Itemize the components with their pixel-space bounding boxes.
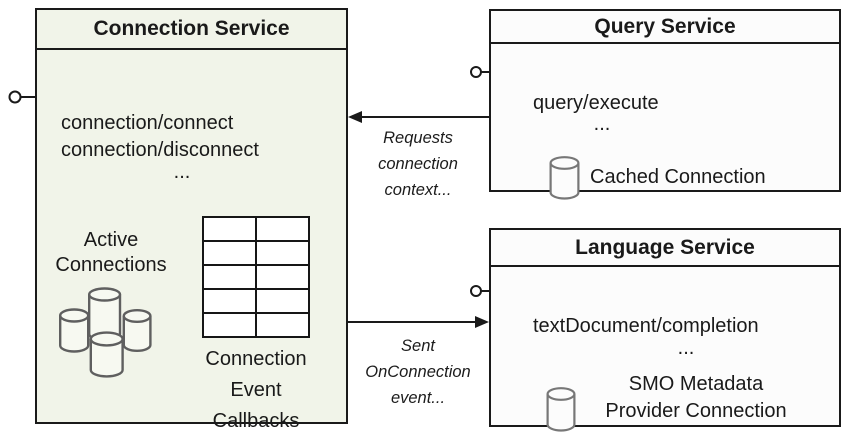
connection-service-box: Connection Service connection/connect co…	[35, 8, 348, 432]
database-icon	[546, 387, 576, 432]
cached-connection-label: Cached Connection	[590, 166, 766, 188]
grid-cell	[204, 266, 255, 288]
connection-service-header: Connection Service	[37, 10, 346, 50]
active-connections-label: Active Connections	[55, 229, 167, 276]
query-service-title: Query Service	[594, 14, 736, 38]
language-methods-ellipsis: ...	[677, 337, 695, 359]
query-service-header: Query Service	[491, 11, 839, 44]
method-textdocument-completion: textDocument/completion	[533, 315, 759, 337]
grid-cell	[257, 242, 308, 264]
grid-cell	[257, 290, 308, 312]
database-icon	[549, 156, 580, 200]
connection-methods-ellipsis: ...	[173, 161, 191, 183]
connection-event-callbacks-label: Connection Event Callbacks	[205, 348, 307, 432]
sent-onconnection-arrow	[348, 316, 489, 328]
method-connection-connect: connection/connect	[61, 112, 234, 134]
grid-cell	[204, 242, 255, 264]
language-service-title: Language Service	[575, 235, 755, 259]
requests-connection-context-label: Requests connection context...	[378, 129, 458, 199]
language-service-header: Language Service	[491, 230, 839, 267]
connection-method-list: connection/connect connection/disconnect	[61, 110, 259, 164]
sent-onconnection-event-label: Sent OnConnection event...	[365, 337, 471, 407]
grid-cell	[204, 218, 255, 240]
grid-cell	[204, 314, 255, 336]
grid-cell	[204, 290, 255, 312]
interface-circle-icon	[470, 66, 482, 78]
interface-circle-icon	[8, 90, 22, 104]
grid-cell	[257, 218, 308, 240]
smo-metadata-provider-label: SMO Metadata Provider Connection	[605, 373, 787, 422]
grid-cell	[257, 266, 308, 288]
database-cluster-icon	[58, 287, 152, 378]
language-service-box: Language Service textDocument/completion…	[489, 228, 841, 432]
query-service-box: Query Service query/execute ... Cached C…	[489, 9, 841, 200]
connection-service-title: Connection Service	[93, 17, 290, 40]
method-connection-disconnect: connection/disconnect	[61, 139, 259, 161]
arrowhead-right-icon	[475, 316, 489, 328]
requests-connection-arrow	[348, 111, 489, 123]
query-methods-ellipsis: ...	[593, 113, 611, 135]
interface-circle-icon	[470, 285, 482, 297]
arrowhead-left-icon	[348, 111, 362, 123]
callbacks-table-grid	[202, 216, 310, 338]
language-method-list: textDocument/completion	[533, 313, 759, 340]
grid-cell	[257, 314, 308, 336]
query-method-list: query/execute	[533, 90, 659, 117]
method-query-execute: query/execute	[533, 92, 659, 114]
